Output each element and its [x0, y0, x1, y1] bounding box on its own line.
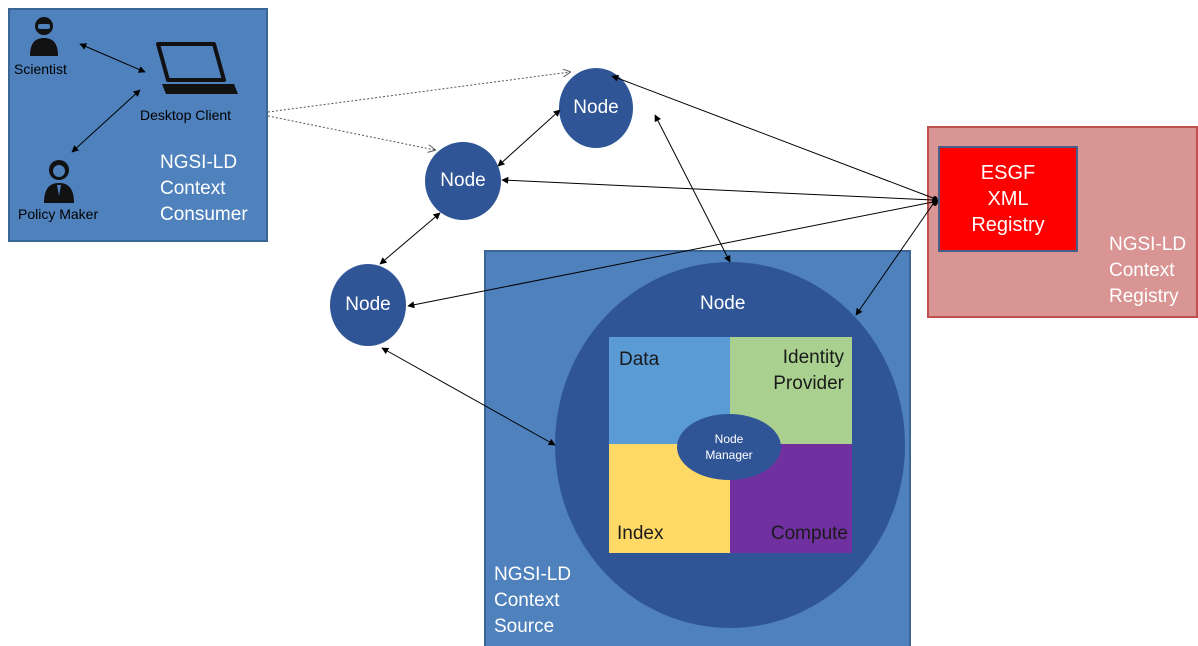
context-registry-title: NGSI-LD Context Registry [1109, 232, 1186, 310]
node-middle: Node [425, 142, 501, 220]
client-to-middle-node-arrow [267, 115, 435, 150]
esgf-line-1: ESGF [980, 162, 1036, 184]
registry-left-arrow [407, 201, 934, 309]
data-label: Data [619, 349, 660, 370]
compute-label: Compute [770, 523, 848, 544]
index-label: Index [617, 523, 664, 544]
registry-top-arrow [611, 74, 934, 199]
source-title-line-1: NGSI-LD [494, 564, 572, 585]
context-consumer-title: NGSI-LD Context Consumer [160, 150, 248, 228]
node-manager: Node Manager [677, 414, 781, 480]
esgf-line-2: XML [987, 188, 1029, 210]
context-source-title: NGSI-LD Context Source [494, 562, 571, 640]
desktop-client-label: Desktop Client [140, 107, 232, 123]
registry-middle-arrow [501, 176, 934, 201]
middle-top-arrow [497, 109, 561, 167]
registry-title-line-1: NGSI-LD [1109, 234, 1187, 255]
registry-connector-dot [932, 196, 938, 206]
source-title-line-3: Source [494, 616, 555, 637]
node-left-label: Node [345, 294, 391, 315]
node-top: Node [559, 68, 633, 148]
node-left: Node [330, 264, 406, 346]
esgf-line-3: Registry [971, 214, 1045, 236]
registry-title-line-3: Registry [1109, 286, 1179, 307]
node-manager-line-1: Node [714, 432, 744, 446]
registry-main-arrow [855, 203, 934, 316]
consumer-title-line-2: Context [160, 178, 226, 199]
left-middle-arrow [379, 212, 441, 265]
scientist-client-arrow [79, 43, 146, 73]
consumer-title-line-3: Consumer [160, 204, 248, 225]
esgf-xml-registry: ESGF XML Registry [938, 146, 1078, 252]
policy-maker-label: Policy Maker [18, 206, 99, 222]
scientist-label: Scientist [14, 61, 67, 77]
main-node-label: Node [700, 293, 746, 314]
client-to-top-node-arrow [267, 72, 570, 113]
policymaker-client-arrow [71, 89, 141, 153]
scientist-icon [30, 17, 58, 56]
node-manager-line-2: Manager [705, 448, 753, 462]
desktop-client-icon [156, 42, 238, 94]
node-top-label: Node [573, 97, 619, 118]
policy-maker-icon [44, 160, 74, 203]
node-middle-label: Node [440, 170, 486, 191]
identity-line-2: Provider [773, 373, 844, 394]
left-main-arrow [381, 347, 556, 446]
consumer-title-line-1: NGSI-LD [160, 152, 238, 173]
source-title-line-2: Context [494, 590, 560, 611]
registry-title-line-2: Context [1109, 260, 1175, 281]
identity-line-1: Identity [782, 347, 844, 368]
